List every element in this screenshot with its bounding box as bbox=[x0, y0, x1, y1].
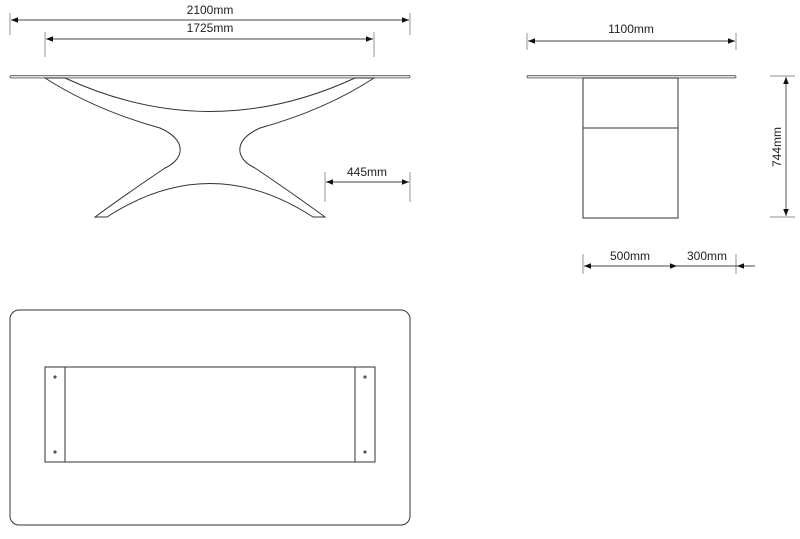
pedestal-side bbox=[582, 77, 679, 219]
side-view: 1100mm 744mm 500mm 300mm bbox=[526, 22, 795, 274]
dimension-label-leg-span: 1725mm bbox=[187, 21, 234, 35]
bolt-icon bbox=[53, 375, 57, 379]
bolt-icon bbox=[363, 375, 367, 379]
bolt-icon bbox=[53, 450, 57, 454]
dimension-label-height: 744mm bbox=[770, 127, 784, 167]
dimension-label-overall-length: 2100mm bbox=[187, 3, 234, 17]
plan-view bbox=[9, 309, 411, 526]
front-view: 2100mm 1725mm 445mm bbox=[9, 3, 411, 218]
dimension-label-overhang-side: 300mm bbox=[687, 249, 727, 263]
dimension-label-pedestal-depth: 500mm bbox=[610, 249, 650, 263]
dimension-label-width: 1100mm bbox=[608, 22, 654, 36]
table-top-front bbox=[9, 75, 411, 79]
dimension-label-overhang: 445mm bbox=[347, 165, 387, 179]
table-top-plan bbox=[9, 309, 411, 526]
bolt-icon bbox=[363, 450, 367, 454]
table-leg-front bbox=[43, 77, 376, 218]
base-outline-plan bbox=[44, 366, 376, 463]
